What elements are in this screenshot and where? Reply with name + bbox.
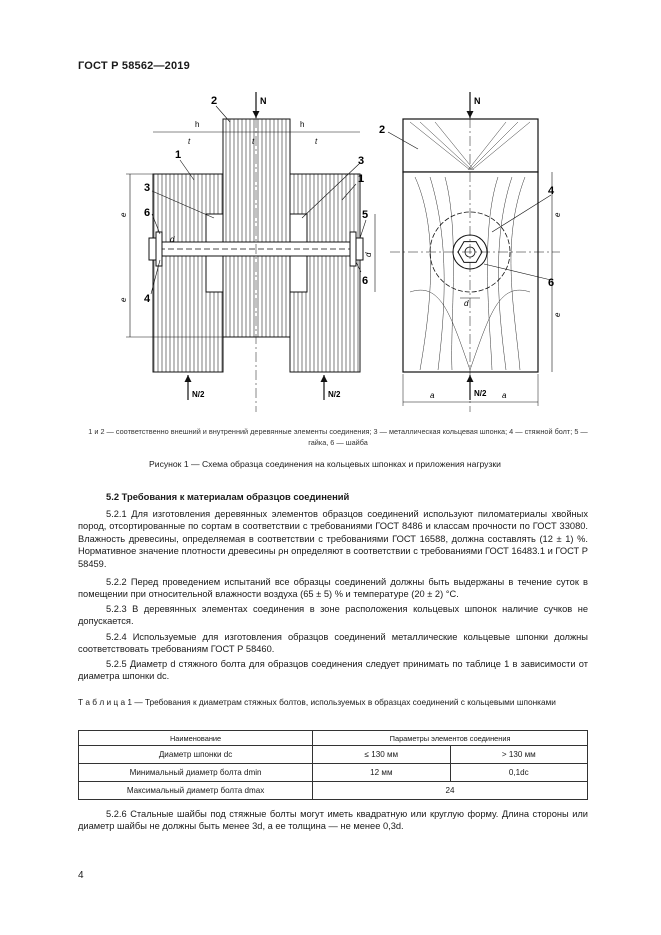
label-e2c-top-left: e <box>120 212 128 217</box>
label-3-right: 3 <box>358 155 364 167</box>
label-e2c-bot-left: e <box>120 297 128 302</box>
left-view: 2 N h h t t t 1 1 3 3 6 5 6 4 d d e e N/… <box>120 92 376 412</box>
paragraph-5-2-2: 5.2.2 Перед проведением испытаний все об… <box>78 577 588 600</box>
ring-key-outline <box>429 211 511 293</box>
table-cell: 0,1dc <box>449 763 589 782</box>
inner-element <box>222 118 291 338</box>
paragraph-5-2-6: 5.2.6 Стальные шайбы под стяжные болты м… <box>78 809 588 832</box>
section-title: 5.2 Требования к материалам образцов сое… <box>106 491 350 502</box>
label-5: 5 <box>362 209 368 221</box>
label-hc-right: h <box>300 120 304 129</box>
label-dc-left: d <box>364 252 373 257</box>
right-label-a4-right: a <box>502 391 507 400</box>
paragraph-5-2-1: 5.2.1 Для изготовления деревянных элемен… <box>78 509 588 569</box>
nut-right <box>355 237 364 261</box>
table-1: Наименование Параметры элементов соедине… <box>77 730 589 800</box>
outer-element-face <box>402 171 539 373</box>
document-header: ГОСТ Р 58562—2019 <box>78 60 190 72</box>
label-2: 2 <box>211 95 217 107</box>
table-cell: > 130 мм <box>449 745 589 764</box>
label-t2: t <box>252 137 255 146</box>
label-hc-left: h <box>195 120 199 129</box>
table-row-name: Диаметр шпонки dc <box>77 745 314 764</box>
label-3-left: 3 <box>144 182 150 194</box>
label-1-left: 1 <box>175 149 181 161</box>
figure-legend: 1 и 2 — соответственно внешний и внутрен… <box>88 427 588 447</box>
label-d: d <box>170 235 175 244</box>
table-header-params: Параметры элементов соединения <box>312 730 588 746</box>
label-6-left: 6 <box>144 207 150 219</box>
paragraph-5-2-3: 5.2.3 В деревянных элементах соединения … <box>78 604 588 627</box>
table-cell: 24 <box>312 781 588 800</box>
right-label-6: 6 <box>548 277 554 289</box>
label-N: N <box>260 96 267 106</box>
right-label-4: 4 <box>548 185 555 197</box>
table-cell: 12 мм <box>312 763 451 782</box>
table-row-name: Максимальный диаметр болта dmax <box>77 781 314 800</box>
table-cell: ≤ 130 мм <box>312 745 451 764</box>
right-label-N2: N/2 <box>474 389 487 398</box>
label-6-right: 6 <box>362 275 368 287</box>
right-label-2: 2 <box>379 124 385 136</box>
right-label-e2c-top: e <box>553 212 562 217</box>
table-header-name: Наименование <box>77 730 314 746</box>
nut-left <box>148 237 157 261</box>
paragraph-5-2-4: 5.2.4 Используемые для изготовления обра… <box>78 632 588 655</box>
right-label-e2c-bot: e <box>553 312 562 317</box>
table-row-name: Минимальный диаметр болта dmin <box>77 763 314 782</box>
washer-right <box>349 231 357 267</box>
right-label-a4-left: a <box>430 391 435 400</box>
washer-left <box>155 231 163 267</box>
label-4: 4 <box>144 293 151 305</box>
page-number: 4 <box>78 870 84 881</box>
figure-1-diagram: 2 N h h t t t 1 1 3 3 6 5 6 4 d d e e N/… <box>120 92 562 412</box>
label-N2-left: N/2 <box>192 390 205 399</box>
inner-element-top <box>402 118 539 173</box>
label-1-right: 1 <box>358 173 364 185</box>
label-t1-right: t <box>315 137 318 146</box>
table-title: Т а б л и ц а 1 — Требования к диаметрам… <box>78 697 556 707</box>
right-view: 2 N 4 6 d e e a a N/2 <box>379 92 562 412</box>
figure-title: Рисунок 1 — Схема образца соединения на … <box>149 459 501 469</box>
label-N2-right: N/2 <box>328 390 341 399</box>
paragraph-5-2-5: 5.2.5 Диаметр d стяжного болта для образ… <box>78 659 588 682</box>
right-label-dc: d <box>464 299 469 308</box>
right-label-N: N <box>474 96 481 106</box>
label-t1-left: t <box>188 137 191 146</box>
